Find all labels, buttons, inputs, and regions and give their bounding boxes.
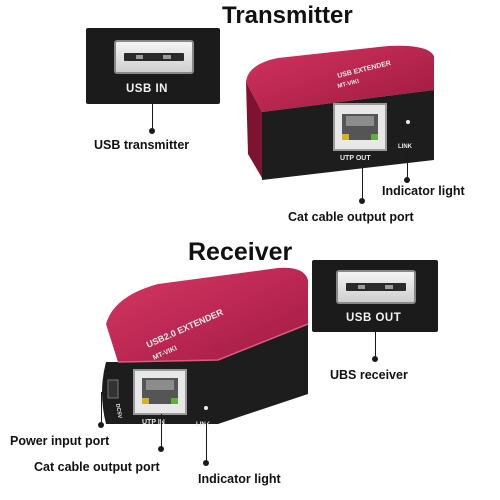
receiver-device: UTP IN LINK DC5V USB2.0 EXTENDER MT-VIKI xyxy=(102,267,309,428)
utp-in-label: UTP IN xyxy=(142,419,165,426)
usb-out-label: USB OUT xyxy=(346,312,402,324)
receiver-usb-panel: USB OUT xyxy=(312,260,438,332)
dc5v-label: DC5V xyxy=(114,403,123,419)
transmitter-device: UTP OUT LINK USB EXTENDER MT-VIKI xyxy=(246,45,434,180)
receiver-heading: Receiver xyxy=(188,238,293,266)
transmitter-indicator-callout: Indicator light xyxy=(382,184,465,198)
transmitter-cat-callout: Cat cable output port xyxy=(288,210,414,224)
transmitter-usb-panel: USB IN xyxy=(86,28,220,104)
transmitter-heading: Transmitter xyxy=(222,2,353,29)
utp-out-label: UTP OUT xyxy=(340,155,371,162)
usb-port-icon xyxy=(114,40,194,74)
transmitter-link-label: LINK xyxy=(398,144,413,150)
usb-port-icon xyxy=(336,270,416,304)
receiver-indicator-callout: Indicator light xyxy=(198,472,281,486)
usb-in-label: USB IN xyxy=(126,83,168,95)
usb-transmitter-callout: USB transmitter xyxy=(94,138,190,152)
receiver-link-label: LINK xyxy=(196,422,211,428)
receiver-cat-callout: Cat cable output port xyxy=(34,460,160,474)
transmitter-brand: MT-VIKI xyxy=(337,79,360,90)
ubs-receiver-callout: UBS receiver xyxy=(330,368,408,382)
power-input-callout: Power input port xyxy=(10,434,110,448)
